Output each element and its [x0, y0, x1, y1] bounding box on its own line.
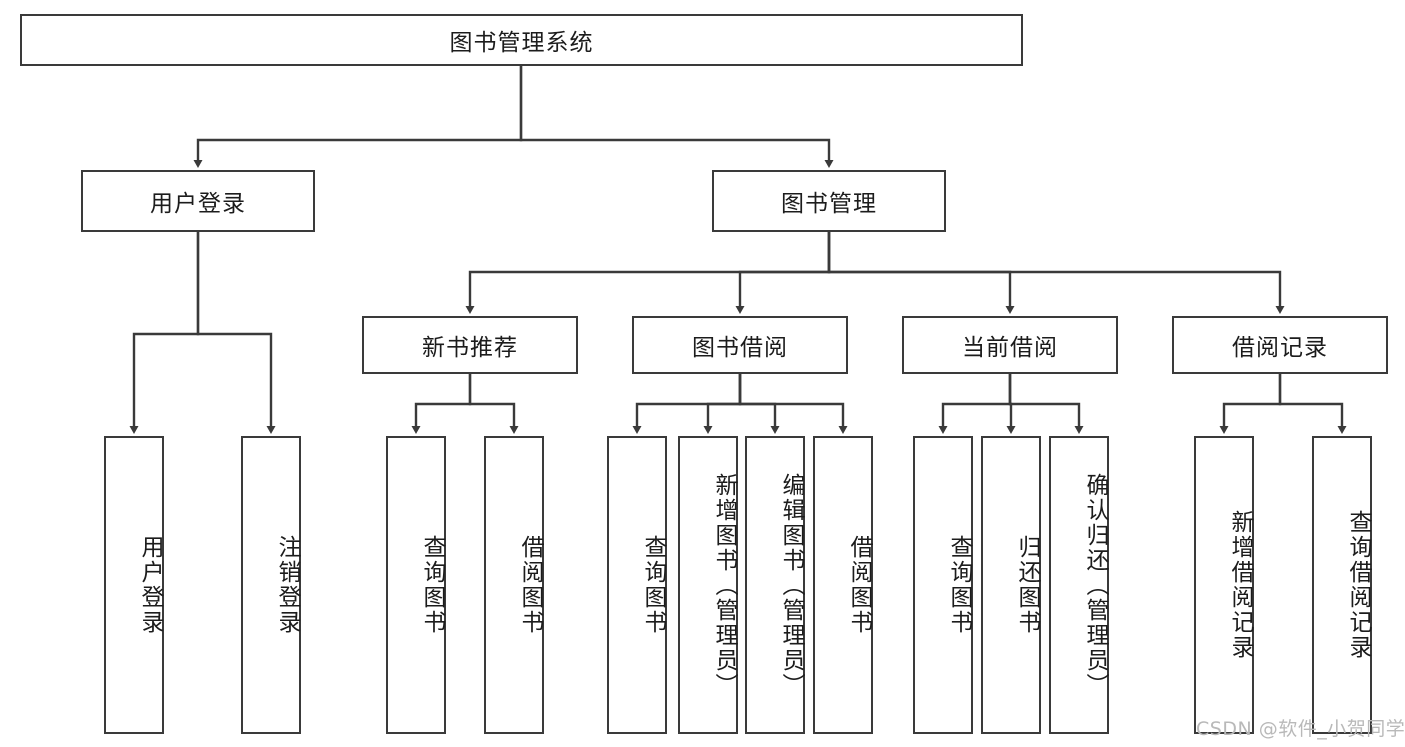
edge-new-book-recommend-to-leaf-query-book-rec	[411, 374, 472, 434]
edge-root-to-user-login	[193, 66, 523, 168]
edge-borrow-record-to-leaf-add-record	[1219, 374, 1282, 434]
node-new-book-recommend[interactable]: 新书推荐	[362, 316, 578, 374]
edge-current-borrow-to-leaf-return-book	[1006, 374, 1016, 434]
node-leaf-user-login[interactable]: 用户登录	[104, 436, 164, 734]
edge-root-to-book-manage	[519, 66, 834, 168]
node-label: 查询图书	[640, 535, 666, 635]
edge-book-manage-to-current-borrow	[827, 232, 1015, 314]
edge-book-borrow-to-leaf-add-book	[703, 374, 742, 434]
edge-new-book-recommend-to-leaf-borrow-book-rec	[468, 374, 519, 434]
node-label: 借阅记录	[1232, 335, 1328, 361]
node-label: 图书管理系统	[449, 30, 594, 56]
node-leaf-edit-book[interactable]: 编辑图书（管理员）	[745, 436, 805, 734]
node-leaf-confirm-return[interactable]: 确认归还（管理员）	[1049, 436, 1109, 734]
edge-user-login-to-leaf-logout	[196, 232, 276, 434]
edge-user-login-to-leaf-user-login	[129, 232, 200, 434]
edge-book-borrow-to-leaf-edit-book	[738, 374, 780, 434]
node-label: 用户登录	[150, 191, 246, 217]
node-label: 查询图书	[946, 535, 972, 635]
edge-book-manage-to-book-borrow	[735, 232, 831, 314]
node-label: 新增图书（管理员）	[711, 472, 737, 698]
edge-current-borrow-to-leaf-query-book-cur	[938, 374, 1012, 434]
node-label: 确认归还（管理员）	[1082, 472, 1108, 698]
node-borrow-record[interactable]: 借阅记录	[1172, 316, 1388, 374]
node-leaf-query-record[interactable]: 查询借阅记录	[1312, 436, 1372, 734]
edge-book-borrow-to-leaf-borrow-book	[738, 374, 848, 434]
node-label: 当前借阅	[962, 335, 1058, 361]
node-book-manage[interactable]: 图书管理	[712, 170, 946, 232]
node-label: 新增借阅记录	[1227, 510, 1253, 660]
node-leaf-add-record[interactable]: 新增借阅记录	[1194, 436, 1254, 734]
edge-book-borrow-to-leaf-query-book-borrow	[632, 374, 742, 434]
node-label: 图书管理	[781, 191, 877, 217]
node-leaf-borrow-book-rec[interactable]: 借阅图书	[484, 436, 544, 734]
node-leaf-add-book[interactable]: 新增图书（管理员）	[678, 436, 738, 734]
node-label: 查询借阅记录	[1345, 510, 1371, 660]
node-label: 图书借阅	[692, 335, 788, 361]
node-label: 借阅图书	[846, 535, 872, 635]
edge-current-borrow-to-leaf-confirm-return	[1008, 374, 1084, 434]
node-label: 新书推荐	[422, 335, 518, 361]
node-leaf-borrow-book[interactable]: 借阅图书	[813, 436, 873, 734]
node-leaf-logout[interactable]: 注销登录	[241, 436, 301, 734]
node-label: 用户登录	[137, 535, 163, 635]
edge-book-manage-to-borrow-record	[827, 232, 1285, 314]
csdn-watermark: CSDN @软件_小贺同学	[1196, 718, 1405, 740]
node-label: 查询图书	[419, 535, 445, 635]
node-label: 归还图书	[1014, 535, 1040, 635]
node-leaf-query-book-cur[interactable]: 查询图书	[913, 436, 973, 734]
node-leaf-query-book-rec[interactable]: 查询图书	[386, 436, 446, 734]
node-root[interactable]: 图书管理系统	[20, 14, 1023, 66]
node-label: 注销登录	[274, 535, 300, 635]
edge-book-manage-to-new-book-recommend	[465, 232, 831, 314]
node-user-login[interactable]: 用户登录	[81, 170, 315, 232]
node-label: 编辑图书（管理员）	[778, 472, 804, 698]
node-label: 借阅图书	[517, 535, 543, 635]
node-leaf-query-book-borrow[interactable]: 查询图书	[607, 436, 667, 734]
node-book-borrow[interactable]: 图书借阅	[632, 316, 848, 374]
node-leaf-return-book[interactable]: 归还图书	[981, 436, 1041, 734]
node-current-borrow[interactable]: 当前借阅	[902, 316, 1118, 374]
edge-borrow-record-to-leaf-query-record	[1278, 374, 1347, 434]
